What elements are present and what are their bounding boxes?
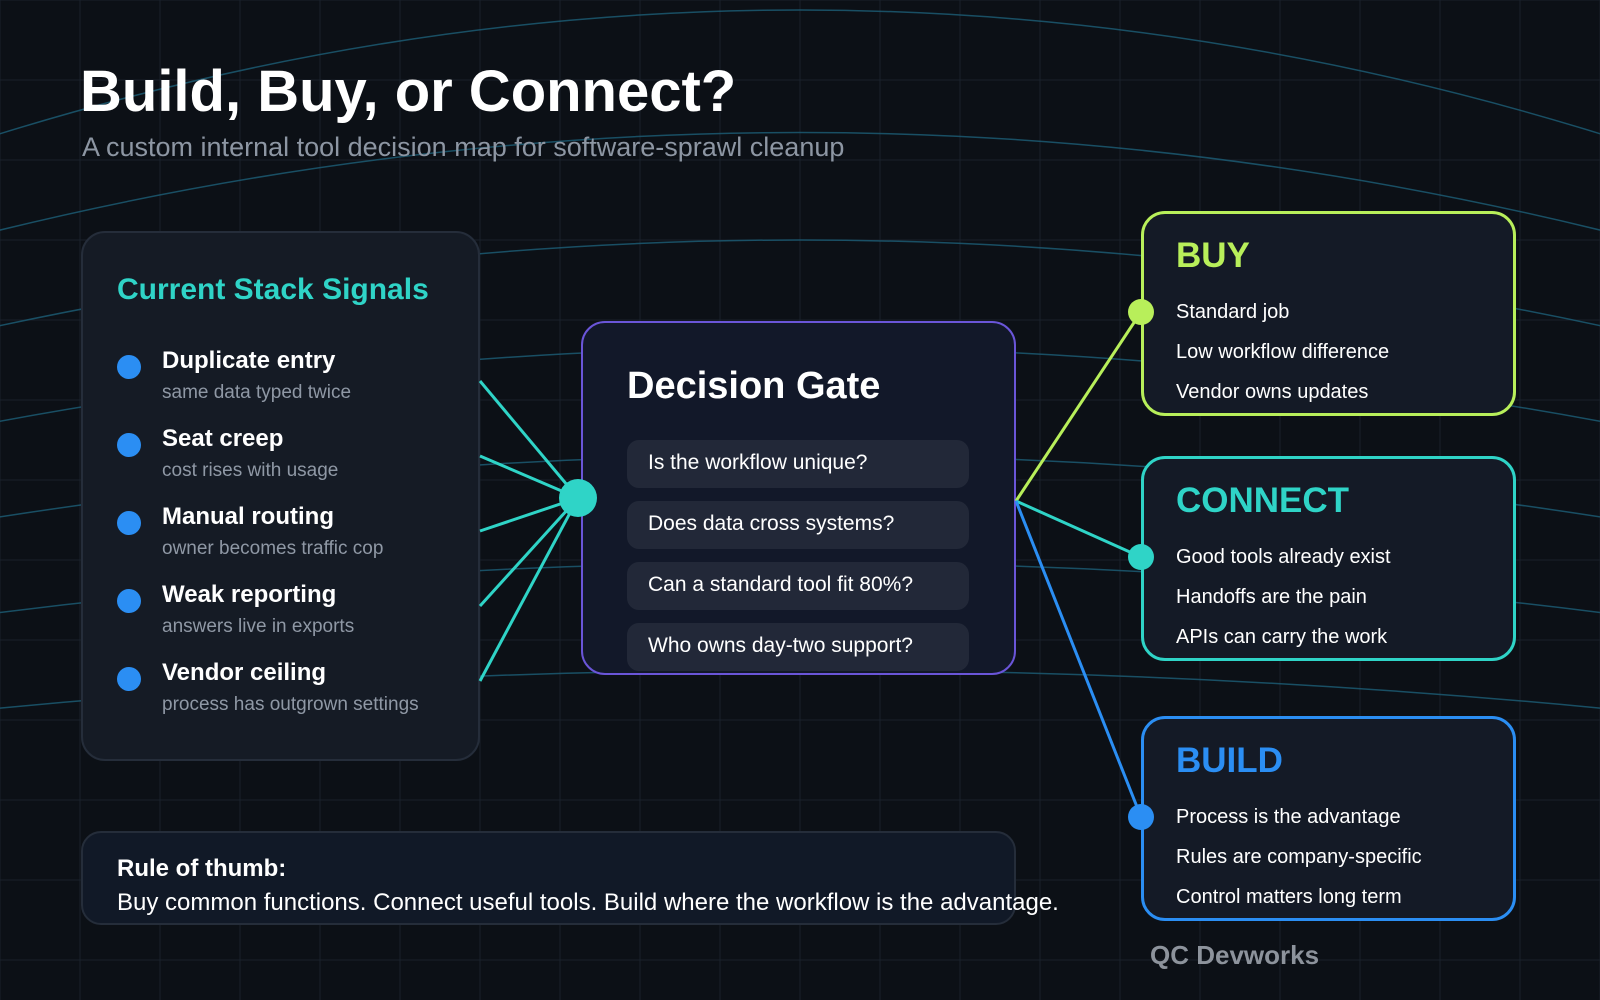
signal-dot-icon [117, 433, 141, 457]
connect-option-card: CONNECT Good tools already exist Handoff… [1141, 456, 1516, 661]
build-option-card: BUILD Process is the advantage Rules are… [1141, 716, 1516, 921]
signal-label: Duplicate entry [162, 347, 336, 374]
signal-item: Seat creep cost rises with usage [117, 425, 457, 489]
brand-logo-text: QC Devworks [1150, 940, 1320, 970]
signal-label: Manual routing [162, 503, 334, 530]
build-item: Process is the advantage [1176, 806, 1401, 828]
gate-question: Is the workflow unique? [627, 440, 969, 488]
decision-gate-panel: Decision Gate Is the workflow unique? Do… [581, 321, 1016, 675]
buy-title: BUY [1176, 236, 1250, 275]
connect-item: APIs can carry the work [1176, 626, 1388, 648]
connect-item: Handoffs are the pain [1176, 586, 1367, 608]
buy-item: Vendor owns updates [1176, 381, 1369, 403]
signal-item: Manual routing owner becomes traffic cop [117, 503, 457, 567]
page-title: Build, Buy, or Connect? [80, 59, 737, 124]
gate-question: Who owns day-two support? [627, 623, 969, 671]
signal-sub: owner becomes traffic cop [162, 538, 384, 559]
signal-sub: same data typed twice [162, 382, 352, 403]
signal-label: Vendor ceiling [162, 659, 327, 686]
build-item: Rules are company-specific [1176, 846, 1422, 868]
signal-dot-icon [117, 355, 141, 379]
signal-sub: answers live in exports [162, 616, 355, 637]
page-subtitle: A custom internal tool decision map for … [82, 132, 845, 162]
buy-item: Standard job [1176, 301, 1290, 323]
signal-item: Weak reporting answers live in exports [117, 581, 457, 645]
connect-item: Good tools already exist [1176, 546, 1391, 568]
buy-option-card: BUY Standard job Low workflow difference… [1141, 211, 1516, 416]
gate-question: Can a standard tool fit 80%? [627, 562, 969, 610]
build-item: Control matters long term [1176, 886, 1402, 908]
stack-signals-title: Current Stack Signals [117, 273, 429, 306]
connect-title: CONNECT [1176, 481, 1350, 520]
signal-item: Duplicate entry same data typed twice [117, 347, 457, 411]
signal-sub: process has outgrown settings [162, 694, 419, 715]
signal-dot-icon [117, 589, 141, 613]
decision-gate-title: Decision Gate [627, 365, 881, 407]
signal-sub: cost rises with usage [162, 460, 339, 481]
signal-label: Weak reporting [162, 581, 337, 608]
stack-signals-panel: Current Stack Signals Duplicate entry sa… [81, 231, 480, 761]
rule-of-thumb-box: Rule of thumb: Buy common functions. Con… [81, 831, 1059, 925]
buy-item: Low workflow difference [1176, 341, 1390, 363]
rule-title: Rule of thumb: [117, 855, 287, 882]
gate-question: Does data cross systems? [627, 501, 969, 549]
signal-dot-icon [117, 511, 141, 535]
build-title: BUILD [1176, 741, 1283, 780]
signal-dot-icon [117, 667, 141, 691]
signal-label: Seat creep [162, 425, 284, 452]
signal-item: Vendor ceiling process has outgrown sett… [117, 659, 457, 723]
rule-text: Buy common functions. Connect useful too… [117, 889, 1059, 916]
